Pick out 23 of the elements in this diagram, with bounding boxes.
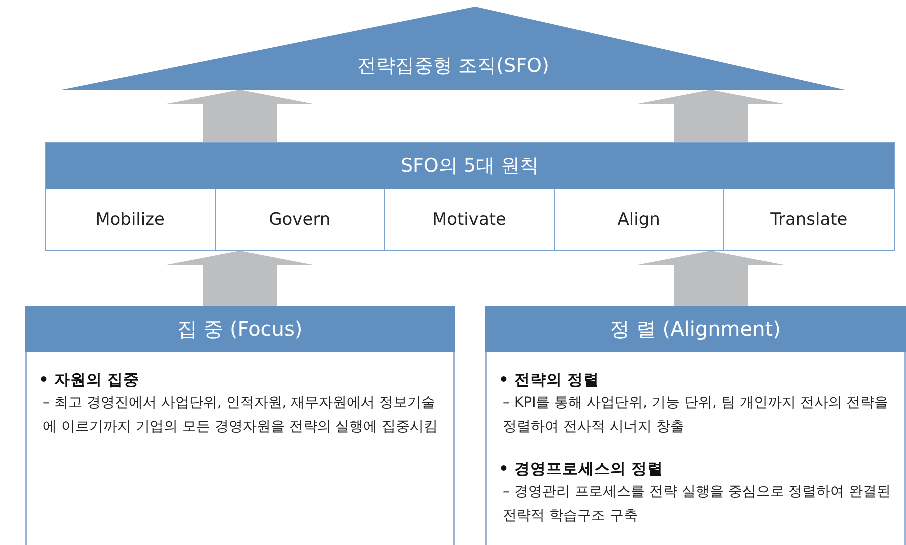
block-arrow [638,90,784,142]
roof-title: 전략집중형 조직(SFO) [356,54,550,79]
block-arrow [638,251,784,306]
roof-triangle [62,7,845,90]
principle-cell: Align [554,189,724,250]
bullet-heading: • 경영프로세스의 정렬 [499,459,665,480]
bullet-heading: • 자원의 집중 [39,370,141,391]
bullet-heading: • 전략의 정렬 [499,370,601,391]
principles-panel [45,142,895,251]
block-arrow [167,251,313,306]
principle-cell: Mobilize [46,189,216,250]
principle-cell: Motivate [385,189,555,250]
content-box [25,306,455,545]
bullet-text: – 경영관리 프로세스를 전략 실행을 중심으로 정렬하여 완결된 전략적 학습구조 구축 [502,483,892,526]
block-arrow [167,90,313,142]
content-box [485,306,906,545]
principle-cell: Govern [216,189,386,250]
bullet-text: – 최고 경영진에서 사업단위, 인적자원, 재무자원에서 정보기술에 이르기까지 기업의 모든 경영자원을 전략의 실행에 집중시킴 [42,394,440,437]
box-heading: 집 중 (Focus) [25,306,455,352]
principle-cell: Translate [724,189,894,250]
bullet-text: – KPI를 통해 사업단위, 기능 단위, 팀 개인까지 전사의 전략을 정렬하여 전사적 시너지 창출 [502,394,890,437]
panel-heading: SFO의 5대 원칙 [46,143,894,189]
box-heading: 정 렬 (Alignment) [485,306,906,352]
